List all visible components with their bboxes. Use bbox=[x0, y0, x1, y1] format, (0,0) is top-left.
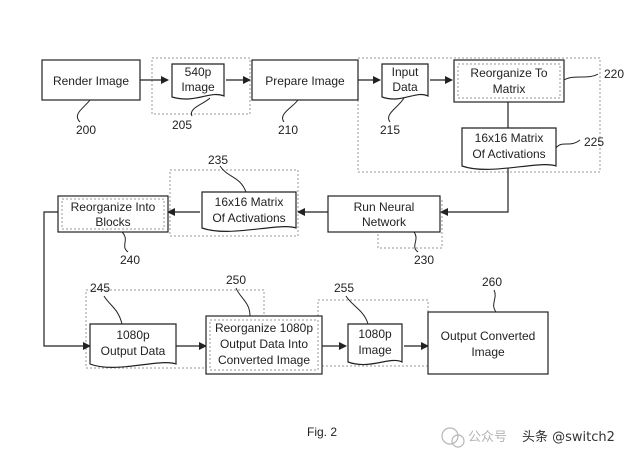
block-reorganize-1080p-label-3: Converted Image bbox=[218, 353, 310, 367]
block-540p-image-label-1: 540p bbox=[185, 65, 212, 79]
ref-255: 255 bbox=[334, 281, 354, 295]
block-input-data-label-1: Input bbox=[392, 65, 419, 79]
block-matrix-235-label-1: 16x16 Matrix bbox=[215, 195, 284, 209]
ref-205: 205 bbox=[172, 118, 192, 132]
block-reorganize-to-matrix: Reorganize To Matrix bbox=[453, 59, 565, 103]
leader-200 bbox=[76, 99, 91, 123]
ref-245: 245 bbox=[90, 281, 110, 295]
ref-215: 215 bbox=[380, 123, 400, 137]
outline-235-group bbox=[169, 169, 299, 237]
block-reorganize-blocks-label-2: Blocks bbox=[95, 215, 130, 229]
block-output-converted-label-2: Image bbox=[471, 345, 505, 359]
block-reorganize-1080p: Reorganize 1080p Output Data Into Conver… bbox=[205, 315, 323, 375]
block-matrix-activations-225: 16x16 Matrix Of Activations bbox=[461, 127, 557, 170]
block-matrix-225-label-1: 16x16 Matrix bbox=[475, 131, 544, 145]
block-reorganize-blocks-label-1: Reorganize Into bbox=[71, 200, 156, 214]
watermark: 公众号 头条 @switch2 bbox=[441, 427, 615, 448]
block-render-image-label: Render Image bbox=[53, 74, 129, 88]
block-reorganize-into-blocks: Reorganize Into Blocks bbox=[57, 195, 169, 233]
block-run-nn-label-1: Run Neural bbox=[354, 200, 415, 214]
block-matrix-activations-235: 16x16 Matrix Of Activations bbox=[201, 191, 297, 232]
block-input-data-label-2: Data bbox=[392, 80, 418, 94]
ref-250: 250 bbox=[226, 273, 246, 287]
block-render-image: Render Image bbox=[41, 59, 141, 101]
watermark-faint-label: 公众号 bbox=[468, 430, 507, 445]
block-reorganize-to-matrix-label-1: Reorganize To bbox=[470, 66, 547, 80]
block-run-nn-label-2: Network bbox=[362, 215, 407, 229]
wechat-logo-icon bbox=[441, 427, 465, 448]
block-output-converted-image: Output Converted Image bbox=[427, 311, 549, 375]
block-1080p-image: 1080p Image bbox=[347, 323, 403, 366]
leader-255 bbox=[345, 295, 369, 325]
figure-caption: Fig. 2 bbox=[307, 425, 337, 439]
leader-215 bbox=[388, 97, 405, 123]
block-output-converted-label-1: Output Converted bbox=[441, 329, 536, 343]
block-540p-image-label-2: Image bbox=[181, 80, 215, 94]
ref-230: 230 bbox=[414, 253, 434, 267]
leader-220 bbox=[563, 73, 599, 81]
block-prepare-image-label: Prepare Image bbox=[265, 74, 345, 88]
leader-230 bbox=[413, 231, 419, 253]
outline-540p-group bbox=[151, 57, 251, 115]
leader-245 bbox=[103, 295, 123, 325]
ref-235: 235 bbox=[208, 153, 228, 167]
watermark-label: 头条 @switch2 bbox=[522, 429, 615, 445]
leader-235 bbox=[219, 165, 247, 193]
leader-250 bbox=[235, 287, 251, 317]
block-1080p-image-label-2: Image bbox=[358, 343, 392, 357]
block-input-data: Input Data bbox=[381, 63, 429, 100]
block-1080p-output-label-2: Output Data bbox=[101, 344, 166, 358]
block-reorganize-1080p-label-2: Output Data Into bbox=[220, 337, 308, 351]
block-reorganize-to-matrix-label-2: Matrix bbox=[493, 82, 526, 96]
block-540p-image: 540p Image bbox=[171, 63, 225, 100]
arrow-blocks-to-1080p bbox=[43, 211, 91, 350]
leader-210 bbox=[282, 99, 299, 123]
leader-205 bbox=[190, 97, 211, 117]
block-1080p-output-label-1: 1080p bbox=[116, 328, 150, 342]
block-1080p-output-data: 1080p Output Data bbox=[89, 323, 177, 368]
leader-225 bbox=[555, 139, 581, 149]
ref-260: 260 bbox=[482, 275, 502, 289]
leader-260 bbox=[493, 289, 497, 313]
ref-210: 210 bbox=[278, 123, 298, 137]
block-reorganize-1080p-label-1: Reorganize 1080p bbox=[215, 321, 313, 335]
leader-240 bbox=[121, 231, 129, 253]
ref-200: 200 bbox=[76, 123, 96, 137]
block-prepare-image: Prepare Image bbox=[251, 59, 359, 101]
ref-220: 220 bbox=[604, 67, 624, 81]
block-1080p-image-label-1: 1080p bbox=[358, 327, 392, 341]
block-matrix-235-label-2: Of Activations bbox=[212, 211, 285, 225]
ref-225: 225 bbox=[584, 135, 604, 149]
outline-input-matrix-group bbox=[357, 57, 601, 173]
ref-240: 240 bbox=[120, 253, 140, 267]
block-matrix-225-label-2: Of Activations bbox=[472, 147, 545, 161]
block-run-neural-network: Run Neural Network bbox=[327, 195, 441, 233]
